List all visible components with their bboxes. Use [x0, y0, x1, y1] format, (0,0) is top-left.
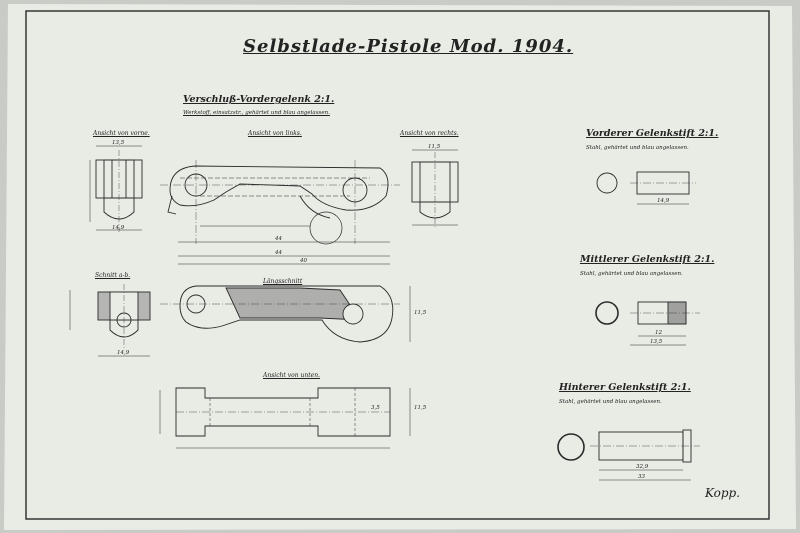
main-part-note: Werkstoff, einsatzstr., gehärtet und bla… — [183, 110, 330, 116]
bottom-view — [159, 387, 411, 449]
label-longitudinal-section: Längsschnitt — [263, 278, 303, 285]
left-view — [160, 160, 400, 245]
longitudinal-section-view — [160, 255, 411, 343]
rear-pin-title: Hinterer Gelenkstift 2:1. — [559, 382, 691, 393]
middle-pin-note: Stahl, gehärtet und blau angelassen. — [580, 271, 683, 277]
dim-left-length: 44 — [275, 236, 282, 242]
front-pin-title: Vorderer Gelenkstift 2:1. — [586, 128, 719, 139]
dim-bottom-height: 11,5 — [414, 405, 427, 411]
rear-pin-note: Stahl, gehärtet und blau angelassen. — [559, 399, 662, 405]
dim-section-height: 11,5 — [414, 310, 427, 316]
dim-rear-pin-total: 33 — [638, 474, 645, 480]
dim-front-pin-length: 14,9 — [657, 198, 670, 204]
signature: Kopp. — [705, 486, 741, 500]
front-view — [89, 145, 143, 232]
dim-middle-pin-total: 13,5 — [650, 339, 663, 345]
sheet-title: Selbstlade-Pistole Mod. 1904. — [243, 36, 574, 57]
dim-front-width: 13,5 — [112, 140, 125, 146]
rear-pin-drawing — [557, 429, 700, 481]
label-left-view: Ansicht von links. — [248, 130, 302, 137]
dim-ab-width: 14,9 — [117, 350, 130, 356]
section-a-b-view — [69, 284, 151, 357]
front-pin-note: Stahl, gehärtet und blau angelassen. — [586, 145, 689, 151]
right-view — [411, 149, 459, 228]
label-bottom-view: Ansicht von unten. — [263, 372, 320, 379]
paper — [4, 4, 796, 530]
label-front-view: Ansicht von vorne. — [93, 130, 150, 137]
dim-middle-pin-length: 12 — [655, 330, 662, 336]
frame-border — [25, 10, 770, 520]
dim-rear-pin-length: 32,9 — [636, 464, 649, 470]
main-part-title: Verschluß-Vordergelenk 2:1. — [183, 94, 335, 105]
middle-pin-title: Mittlerer Gelenkstift 2:1. — [580, 254, 715, 265]
dim-section-length: 44 — [275, 250, 282, 256]
dim-section-40: 40 — [300, 258, 307, 264]
front-pin-drawing — [596, 171, 696, 205]
dim-bottom-35: 3,5 — [371, 405, 380, 411]
label-section-a-b: Schnitt a-b. — [95, 272, 131, 279]
dim-front-bottom: 14,9 — [112, 225, 125, 231]
label-right-view: Ansicht von rechts. — [400, 130, 459, 137]
dim-right-width: 11,5 — [428, 144, 441, 150]
middle-pin-drawing — [595, 301, 700, 346]
